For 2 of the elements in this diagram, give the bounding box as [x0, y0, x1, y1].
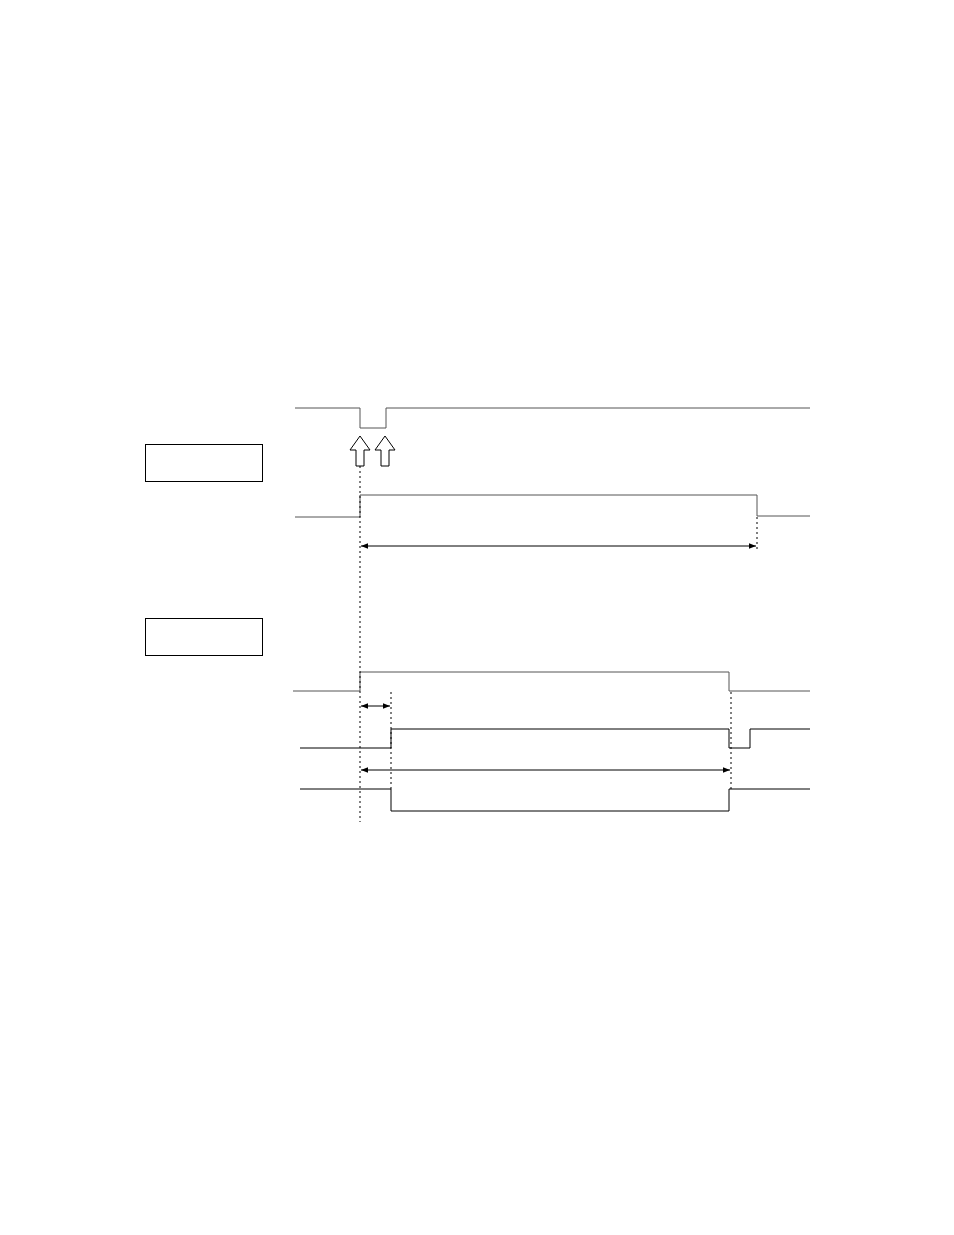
label-box [145, 444, 263, 482]
label-box [145, 618, 263, 656]
